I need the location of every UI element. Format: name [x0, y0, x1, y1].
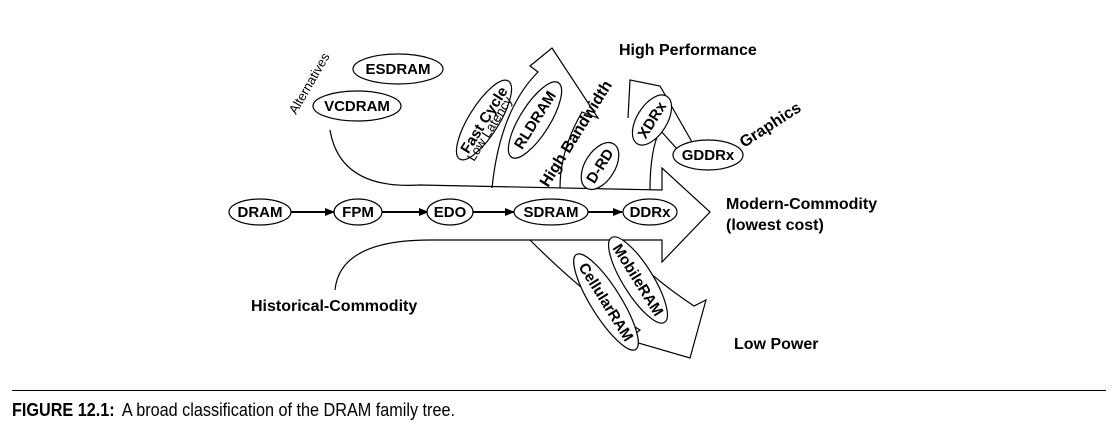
node-drd: D-RD [580, 141, 620, 191]
label-modern-commodity: Modern-Commodity [726, 196, 877, 213]
node-esdram: ESDRAM [352, 53, 444, 85]
node-dram: DRAM [228, 198, 292, 226]
label-high-performance: High Performance [619, 42, 757, 59]
node-dram-label: DRAM [238, 204, 283, 221]
node-fpm-label: FPM [342, 204, 374, 221]
node-gddrx: GDDRx [672, 139, 744, 171]
high-performance-arrow [491, 47, 600, 189]
node-ddrx-label: DDRx [630, 204, 671, 221]
label-historical-commodity: Historical-Commodity [251, 298, 417, 315]
node-fpm: FPM [333, 198, 383, 226]
node-sdram: SDRAM [513, 198, 589, 226]
figure-caption-text: A broad classification of the DRAM famil… [121, 400, 455, 420]
node-vcdram-label: VCDRAM [324, 98, 390, 115]
node-gddrx-label: GDDRx [682, 147, 735, 164]
figure-caption: FIGURE 12.1: A broad classification of th… [12, 400, 455, 421]
node-edo: EDO [426, 198, 474, 226]
node-sdram-label: SDRAM [524, 204, 579, 221]
node-esdram-label: ESDRAM [365, 61, 430, 78]
label-graphics: Graphics [737, 99, 805, 151]
node-vcdram: VCDRAM [312, 90, 402, 122]
label-modern-commodity-cost: (lowest cost) [726, 217, 824, 234]
modern-commodity-arrow [329, 129, 711, 291]
figure-number: FIGURE 12.1: [12, 400, 115, 420]
caption-divider [12, 390, 1106, 391]
label-low-power: Low Power [734, 336, 818, 353]
node-ddrx: DDRx [622, 198, 678, 226]
node-edo-label: EDO [434, 204, 467, 221]
